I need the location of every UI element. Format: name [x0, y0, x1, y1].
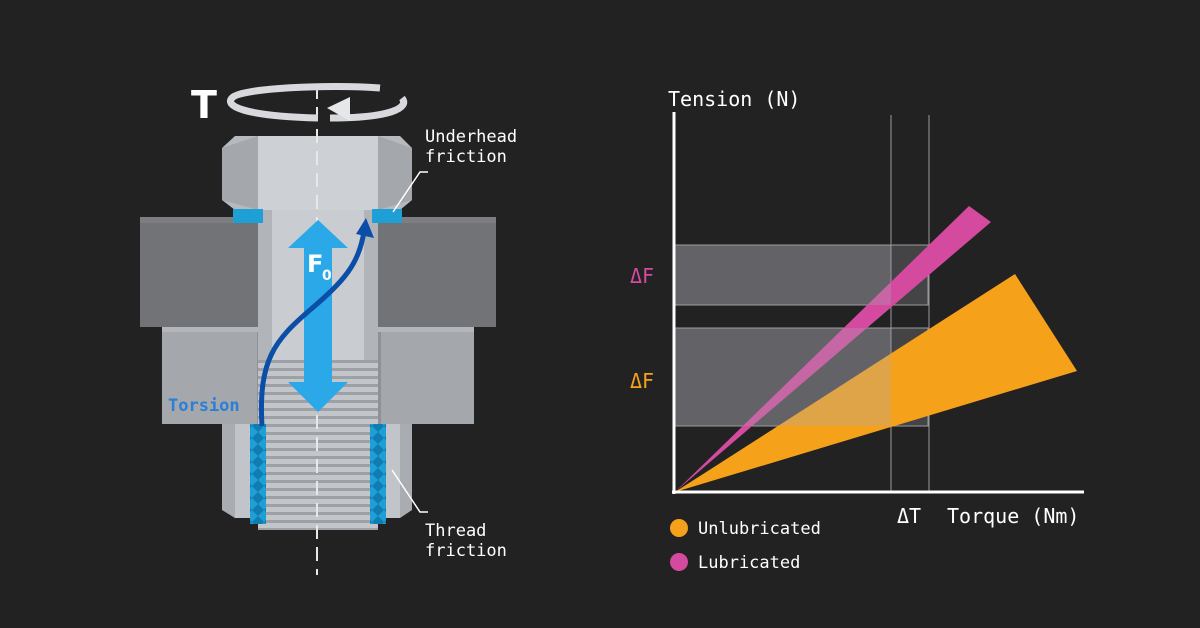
force-label: F — [307, 250, 323, 278]
chart-legend: Unlubricated Lubricated — [670, 519, 821, 573]
series-lubricated-area — [675, 206, 991, 492]
torsion-curve — [258, 218, 374, 427]
torsion-label: Torsion — [168, 396, 240, 416]
torque-rotation-arrow — [227, 82, 408, 122]
force-subscript: 0 — [322, 268, 332, 284]
underhead-friction-left-zone — [233, 209, 263, 223]
torque-symbol: T — [191, 83, 217, 127]
tension-torque-chart: Tension (N) Torque (Nm) ΔT ΔF ΔF Unlubri… — [630, 87, 1084, 573]
legend-label-lubricated: Lubricated — [698, 553, 800, 573]
thread-friction-label: Thread friction — [425, 521, 507, 561]
lubricated-band-overlay — [674, 245, 891, 305]
underhead-friction-label: Underhead friction — [425, 127, 527, 167]
underhead-friction-right-zone — [372, 209, 402, 223]
unlubricated-band-overlay — [674, 328, 891, 426]
thread-friction-left-zone — [250, 424, 266, 524]
y-axis-label: Tension (N) — [668, 87, 800, 111]
preload-force-arrow — [288, 220, 348, 412]
thread-leader-line — [391, 469, 428, 513]
bolt-diagram: T F 0 Torsion Underhead friction Thread … — [140, 82, 527, 575]
delta-t-label: ΔT — [897, 504, 921, 528]
legend-swatch-lubricated — [670, 553, 688, 571]
underhead-leader-line — [392, 171, 428, 213]
unlubricated-delta-f-label: ΔF — [630, 369, 654, 393]
lubricated-delta-f-label: ΔF — [630, 264, 654, 288]
series-unlubricated-area — [675, 274, 1077, 492]
legend-label-unlubricated: Unlubricated — [698, 519, 821, 539]
legend-swatch-unlubricated — [670, 519, 688, 537]
thread-friction-right-zone — [370, 424, 386, 524]
nut — [222, 424, 412, 524]
x-axis-label: Torque (Nm) — [947, 504, 1079, 528]
